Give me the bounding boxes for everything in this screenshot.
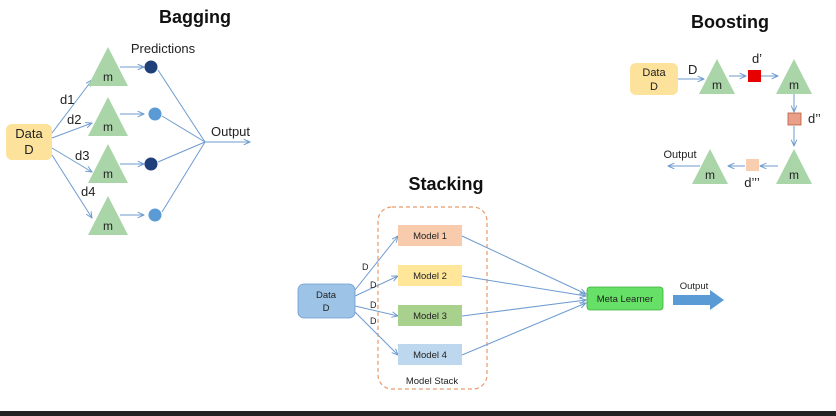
stacking-section: Stacking Model Stack Data D D D D D Mode… xyxy=(297,174,724,390)
boosting-weighted-label-2: d’’ xyxy=(808,111,821,126)
bagging-model-1-label: m xyxy=(103,70,113,84)
boosting-weighted-data-1 xyxy=(748,70,761,82)
meta-learner-label: Meta Learner xyxy=(597,294,654,305)
boosting-model-2-label: m xyxy=(789,78,799,92)
bagging-section: Bagging Data D d1 d2 d3 d4 m m m m xyxy=(6,7,250,235)
bagging-subset-d3: d3 xyxy=(75,148,89,163)
bagging-aggregate-edges xyxy=(157,69,250,213)
bagging-edge-d2 xyxy=(51,123,92,139)
bagging-model-3 xyxy=(88,144,128,183)
bagging-prediction-edges xyxy=(120,67,144,215)
boosting-model-4-label: m xyxy=(705,168,715,182)
stacking-data-sublabel: D xyxy=(323,303,330,314)
bagging-title: Bagging xyxy=(159,7,231,27)
bagging-input-edges xyxy=(51,80,92,218)
bagging-model-3-label: m xyxy=(103,167,113,181)
bagging-subset-d4: d4 xyxy=(81,184,95,199)
boosting-model-2 xyxy=(776,59,812,94)
model-1-label: Model 1 xyxy=(413,231,447,242)
bagging-data-label: Data xyxy=(15,126,43,141)
boosting-model-4 xyxy=(692,149,728,184)
bagging-edge-d3 xyxy=(51,147,92,172)
stacking-edge-label-4: D xyxy=(370,316,377,326)
stacking-edge-label-1: D xyxy=(362,262,369,272)
bagging-model-2-label: m xyxy=(103,120,113,134)
bottom-bar xyxy=(0,411,836,416)
bagging-model-4 xyxy=(88,196,128,235)
boosting-weighted-label-3: d’’’ xyxy=(744,175,760,190)
bagging-data-box xyxy=(6,124,52,160)
meta-learner-box xyxy=(586,286,664,311)
model-2-box xyxy=(398,265,462,286)
boosting-weighted-label-1: d’ xyxy=(752,51,762,66)
boosting-edges xyxy=(668,76,794,166)
stacking-data-label: Data xyxy=(316,290,337,301)
boosting-model-1 xyxy=(699,59,735,94)
bagging-prediction-1 xyxy=(144,60,158,74)
stacking-data-box xyxy=(297,283,356,319)
bagging-edge-d4 xyxy=(51,154,92,218)
bagging-predictions-label: Predictions xyxy=(131,41,196,56)
stacking-meta-edges xyxy=(461,235,586,356)
stacking-title: Stacking xyxy=(408,174,483,194)
bagging-model-1 xyxy=(88,47,128,86)
boosting-title: Boosting xyxy=(691,12,769,32)
bagging-subset-d2: d2 xyxy=(67,112,81,127)
stacking-output-label: Output xyxy=(680,281,709,292)
stacking-edge-label-3: D xyxy=(370,300,377,310)
boosting-model-1-label: m xyxy=(712,78,722,92)
bagging-model-2 xyxy=(88,97,128,136)
boosting-model-3 xyxy=(776,149,812,184)
model-4-box xyxy=(398,344,462,365)
bagging-output-label: Output xyxy=(211,124,250,139)
model-4-label: Model 4 xyxy=(413,350,447,361)
boosting-input-label: D xyxy=(688,62,697,77)
boosting-data-label: Data xyxy=(642,67,666,79)
boosting-output-label: Output xyxy=(663,149,696,161)
bagging-prediction-4 xyxy=(148,208,162,222)
model-3-box xyxy=(398,305,462,326)
model-2-label: Model 2 xyxy=(413,271,447,282)
stacking-input-edges xyxy=(354,236,398,355)
model-1-box xyxy=(398,225,462,246)
boosting-data-sublabel: D xyxy=(650,81,658,93)
bagging-edge-d1 xyxy=(51,80,92,134)
bagging-model-4-label: m xyxy=(103,219,113,233)
model-3-label: Model 3 xyxy=(413,311,447,322)
stacking-output-arrow xyxy=(673,290,724,310)
stacking-edge-label-2: D xyxy=(370,280,377,290)
boosting-weighted-data-2 xyxy=(787,112,802,126)
bagging-data-sublabel: D xyxy=(24,142,33,157)
bagging-subset-d1: d1 xyxy=(60,92,74,107)
boosting-section: Boosting Data D D m d’ m d’’ m d’’’ m O xyxy=(630,12,821,190)
model-stack-label: Model Stack xyxy=(406,376,459,387)
model-stack-container xyxy=(377,206,488,390)
bagging-prediction-2 xyxy=(148,107,162,121)
boosting-model-3-label: m xyxy=(789,168,799,182)
boosting-weighted-data-3 xyxy=(746,159,759,171)
boosting-data-box xyxy=(630,63,678,95)
bagging-prediction-3 xyxy=(144,157,158,171)
